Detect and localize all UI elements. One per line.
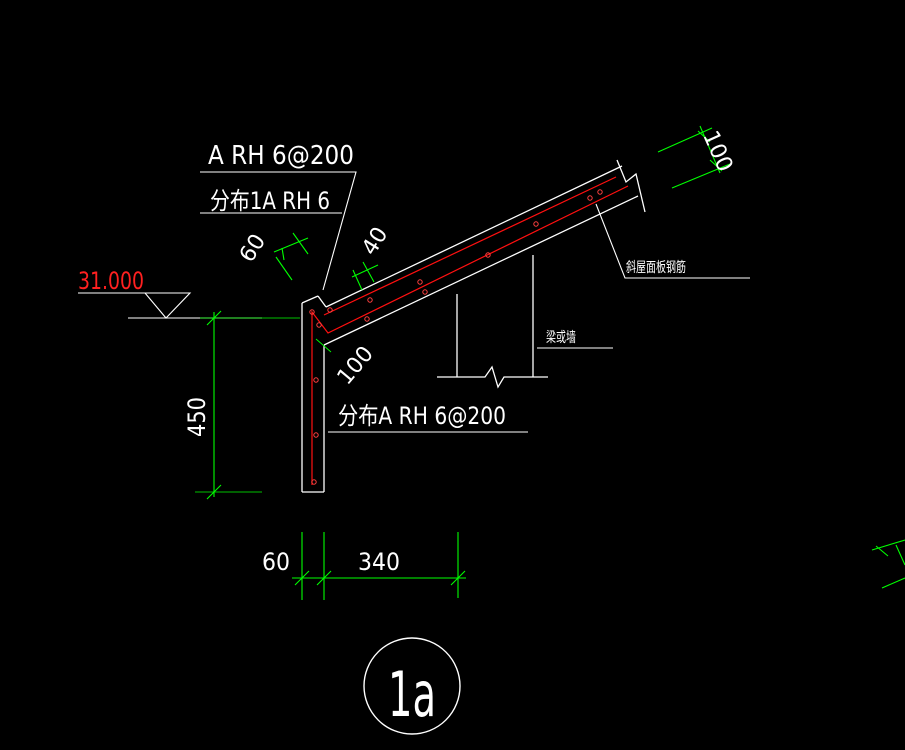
annotations: A RH 6@200 分布1A RH 6 60 40 31.000 450 10… <box>78 127 737 576</box>
bottom-distribution-label: 分布A RH 6@200 <box>338 402 506 430</box>
dim-340-text: 340 <box>358 548 400 576</box>
dim-40-slant-text: 40 <box>357 223 393 260</box>
dim-100-top-text: 100 <box>697 127 737 176</box>
dim-450-text: 450 <box>183 397 211 437</box>
top-rebar-label: A RH 6@200 <box>208 141 354 171</box>
rebar-dots <box>309 189 603 485</box>
dimension-lines <box>195 125 905 600</box>
dim-60-bottom-text: 60 <box>262 548 290 576</box>
detail-callout: 1a <box>363 637 461 735</box>
parapet-outline <box>301 159 646 493</box>
leader-lines <box>200 171 750 433</box>
elevation-marker <box>78 292 262 319</box>
slab-rebar-label: 斜屋面板钢筋 <box>626 259 686 276</box>
dim-100-inner-text: 100 <box>333 342 379 390</box>
elevation-text: 31.000 <box>78 267 144 295</box>
top-distribution-label: 分布1A RH 6 <box>210 187 330 215</box>
beam-or-wall-label: 梁或墙 <box>546 330 576 346</box>
detail-id-text: 1a <box>388 658 436 731</box>
dim-60-slant-text: 60 <box>235 230 271 267</box>
